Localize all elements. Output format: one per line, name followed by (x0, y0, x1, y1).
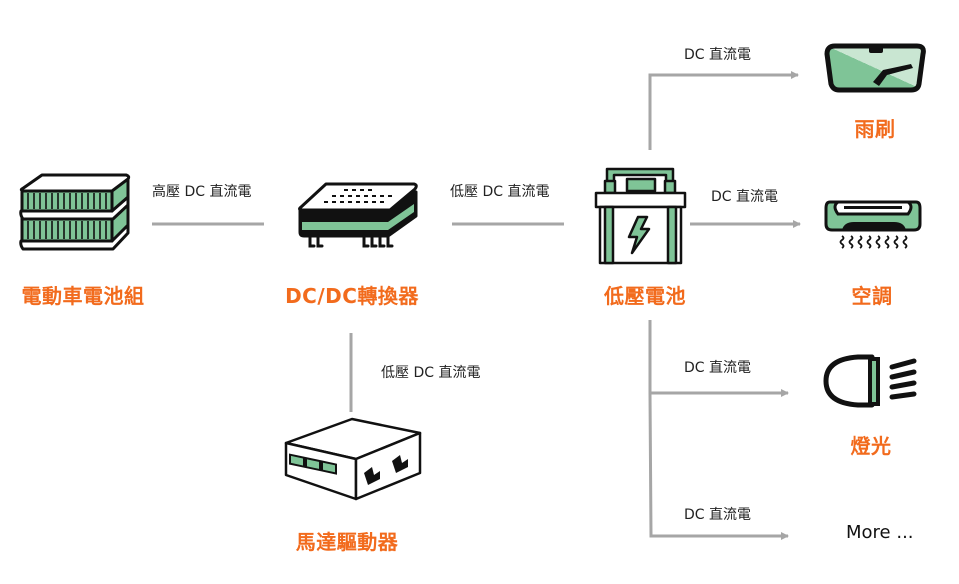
motor-driver-icon (284, 417, 422, 501)
node-label-low-voltage-battery: 低壓電池 (604, 284, 686, 308)
edge-label-converter-to-lv-battery: 低壓 DC 直流電 (450, 184, 550, 200)
car-battery-icon (594, 167, 687, 265)
edge-label-lv-battery-to-headlight: DC 直流電 (684, 360, 752, 376)
air-conditioner-icon (824, 200, 922, 249)
edge-lv-battery-to-more (648, 392, 789, 540)
windshield-wiper-icon (824, 43, 926, 93)
node-label-wiper: 雨刷 (854, 117, 896, 141)
node-label-more[interactable]: More ... (846, 522, 914, 543)
edge-lv-battery-to-wiper (648, 71, 799, 150)
edge-label-battery-to-converter: 高壓 DC 直流電 (152, 184, 252, 200)
node-label-ev-battery: 電動車電池組 (21, 284, 145, 308)
edge-label-lv-battery-to-more: DC 直流電 (684, 507, 752, 523)
edge-label-lv-battery-to-wiper: DC 直流電 (684, 47, 752, 63)
node-label-headlight: 燈光 (850, 434, 892, 458)
headlight-icon (823, 354, 917, 408)
node-label-motor-driver: 馬達驅動器 (295, 530, 399, 554)
node-label-dcdc-converter: DC/DC轉換器 (285, 284, 419, 308)
edge-label-lv-battery-to-ac: DC 直流電 (711, 189, 779, 205)
dc-dc-converter-icon (298, 182, 418, 248)
battery-pack-icon (19, 173, 131, 251)
node-label-air-conditioner: 空調 (851, 284, 893, 308)
edge-label-converter-to-motor-driver: 低壓 DC 直流電 (381, 365, 481, 381)
